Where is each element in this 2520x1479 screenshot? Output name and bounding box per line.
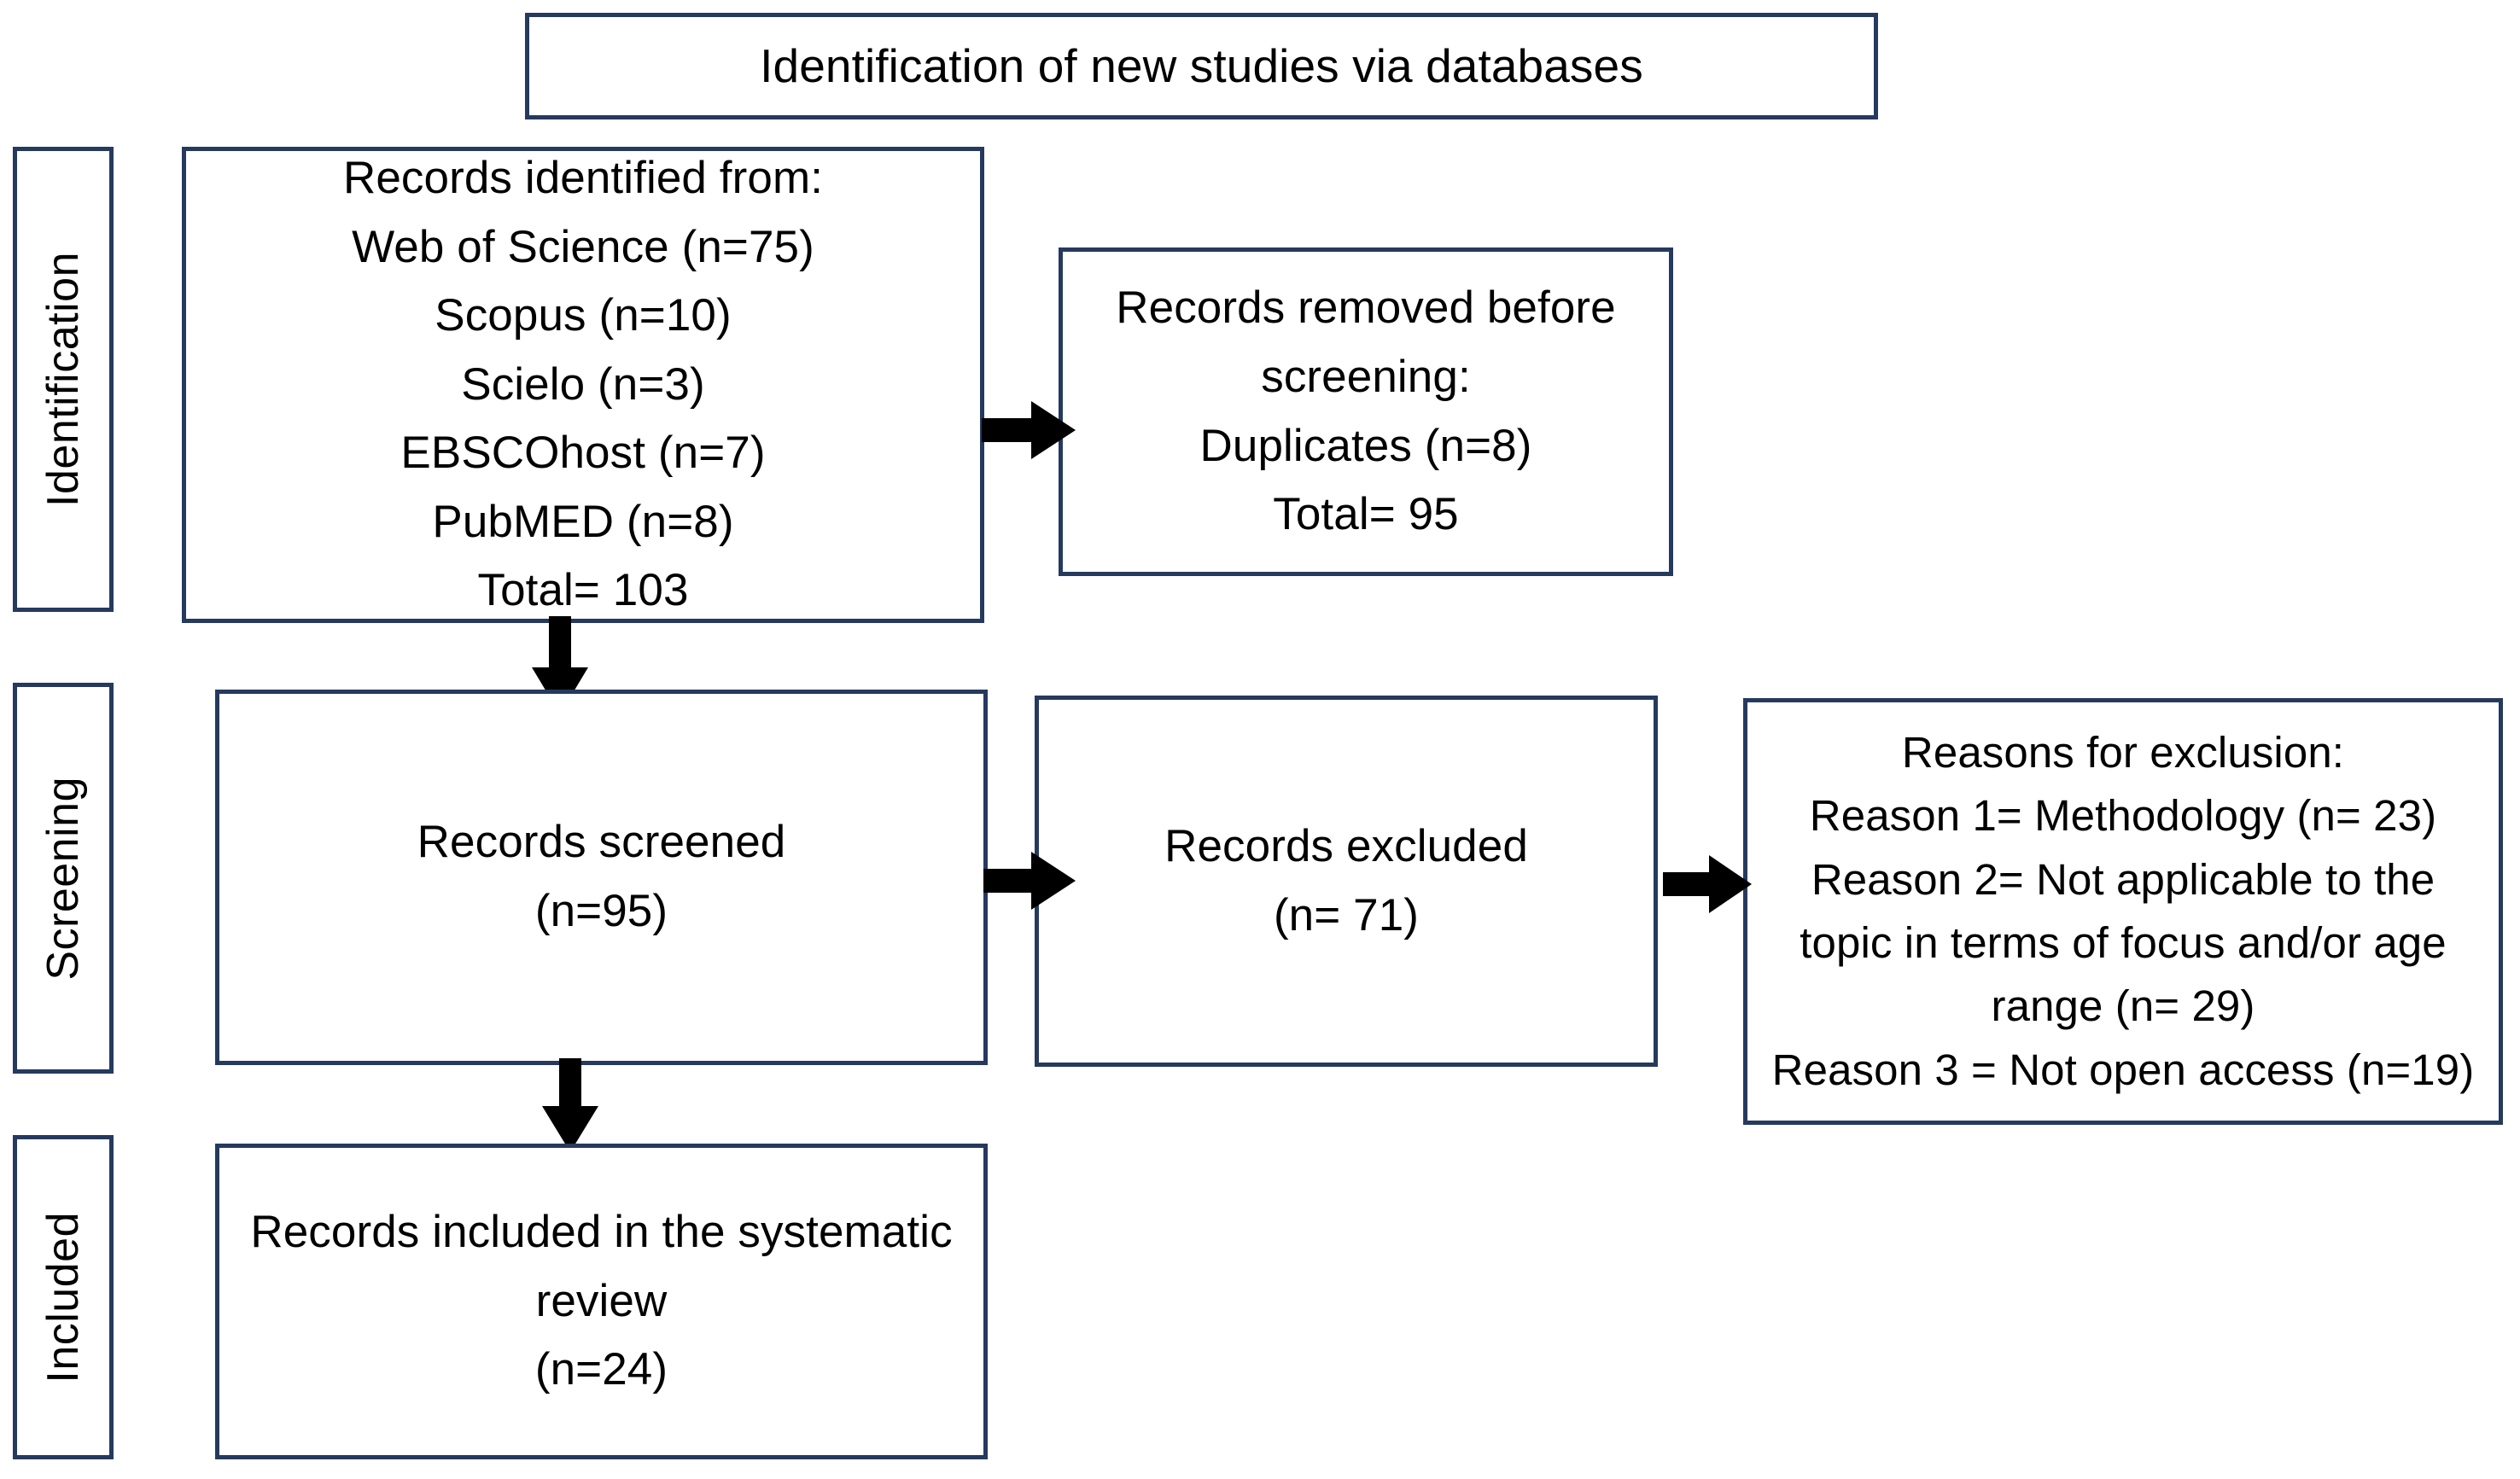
box-records-excluded: Records excluded (n= 71) bbox=[1035, 696, 1658, 1067]
box-records-screened: Records screened (n=95) bbox=[215, 690, 988, 1065]
stage-label-screening-text: Screening bbox=[38, 776, 88, 981]
box-reasons-for-exclusion: Reasons for exclusion: Reason 1= Methodo… bbox=[1743, 698, 2503, 1125]
box-records-included-text: Records included in the systematic revie… bbox=[250, 1207, 953, 1395]
box-records-excluded-text: Records excluded (n= 71) bbox=[1164, 820, 1528, 940]
stage-label-identification-text: Identification bbox=[38, 252, 88, 507]
box-records-removed-text: Records removed before screening: Duplic… bbox=[1116, 282, 1616, 540]
box-records-screened-text: Records screened (n=95) bbox=[417, 817, 786, 936]
arrow-identified-to-removed-icon bbox=[982, 399, 1076, 461]
box-reasons-for-exclusion-text: Reasons for exclusion: Reason 1= Methodo… bbox=[1771, 727, 2475, 1094]
box-records-identified-text: Records identified from: Web of Science … bbox=[342, 153, 824, 616]
box-records-included: Records included in the systematic revie… bbox=[215, 1144, 988, 1459]
stage-label-included: Included bbox=[13, 1135, 114, 1459]
header-title: Identification of new studies via databa… bbox=[760, 38, 1643, 92]
stage-label-included-text: Included bbox=[38, 1211, 88, 1383]
arrow-screened-to-included-icon bbox=[540, 1058, 601, 1152]
header-banner: Identification of new studies via databa… bbox=[525, 13, 1878, 119]
stage-label-screening: Screening bbox=[13, 683, 114, 1074]
stage-label-identification: Identification bbox=[13, 147, 114, 612]
arrow-screened-to-excluded-icon bbox=[983, 850, 1076, 911]
box-records-removed: Records removed before screening: Duplic… bbox=[1059, 247, 1673, 576]
arrow-excluded-to-reasons-icon bbox=[1663, 853, 1752, 915]
box-records-identified: Records identified from: Web of Science … bbox=[182, 147, 984, 623]
